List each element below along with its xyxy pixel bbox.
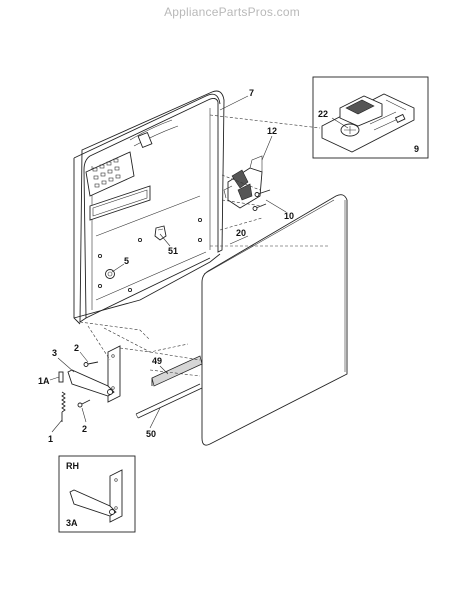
callout-49: 49	[152, 356, 162, 366]
rh-hinge-drawing	[69, 469, 123, 523]
inset-rh-part: 3A	[66, 518, 78, 528]
latch-screws	[252, 189, 271, 211]
callout-5: 5	[124, 256, 129, 266]
callout-1: 1	[48, 434, 53, 444]
door-latch	[223, 155, 263, 209]
callout-1a: 1A	[38, 376, 50, 386]
hinge-spring-1	[61, 391, 66, 422]
outer-door-panel	[201, 194, 348, 446]
part-51-clip	[154, 225, 167, 241]
callout-labels: 7 12 22 9 10 20 51 5 3 2 1A 1 2 49 50	[38, 88, 419, 444]
callout-2-upper: 2	[74, 343, 79, 353]
leader-lines	[49, 95, 349, 433]
assembly-guide-lines	[79, 114, 330, 377]
callout-2-lower: 2	[82, 424, 87, 434]
inner-door-frame	[73, 90, 225, 325]
hinge-link-1a	[58, 371, 64, 383]
dispenser-inset	[312, 76, 429, 159]
watermark: AppliancePartsPros.com	[164, 5, 300, 19]
part-5-nut	[105, 269, 115, 279]
bottom-trim-50	[135, 383, 203, 419]
rh-hinge-inset: RH 3A	[58, 455, 136, 533]
callout-51: 51	[168, 246, 178, 256]
callout-3: 3	[52, 348, 57, 358]
callout-50: 50	[146, 429, 156, 439]
callout-7: 7	[249, 88, 254, 98]
callout-20: 20	[236, 228, 246, 238]
callout-9: 9	[414, 144, 419, 154]
inset-rh-title: RH	[66, 461, 79, 471]
callout-12: 12	[267, 126, 277, 136]
callout-10: 10	[284, 211, 294, 221]
bottom-trim-49	[151, 355, 203, 387]
hinge-assembly	[67, 345, 121, 403]
callout-22: 22	[318, 109, 328, 119]
hinge-screws	[77, 361, 99, 408]
vent-block	[85, 151, 135, 197]
